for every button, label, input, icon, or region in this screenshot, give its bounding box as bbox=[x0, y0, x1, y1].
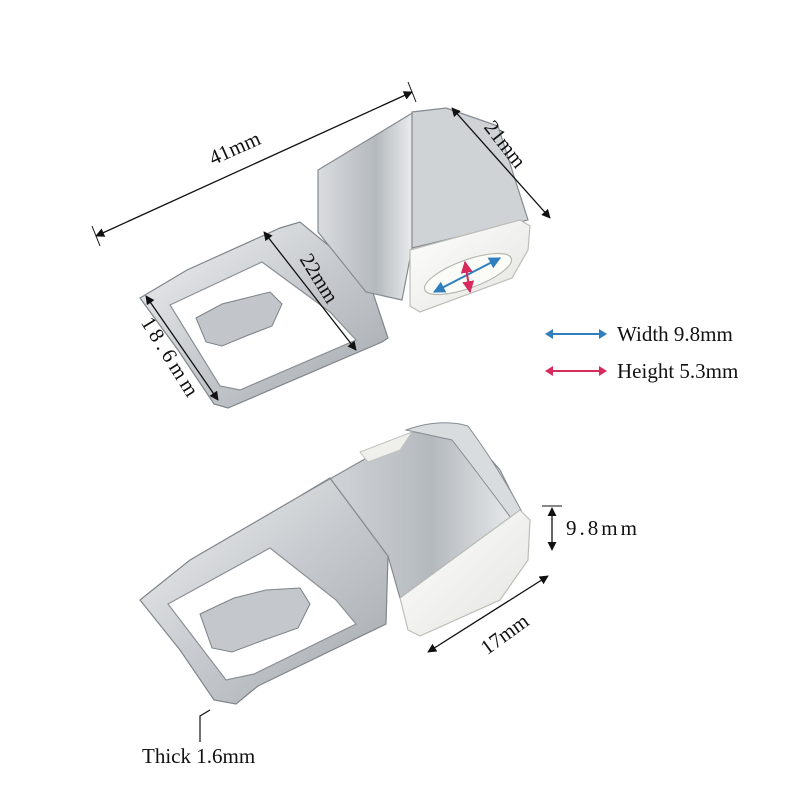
bottom-plate-tab bbox=[199, 587, 311, 653]
thickness-leader bbox=[199, 709, 211, 742]
dim-21mm-line bbox=[451, 107, 551, 219]
dim-22mm-line bbox=[263, 231, 357, 351]
legend-height: Height 5.3mm bbox=[545, 357, 738, 385]
dim-41mm-line bbox=[91, 81, 417, 247]
legend-width: Width 9.8mm bbox=[545, 320, 733, 348]
top-clip bbox=[91, 81, 551, 409]
double-arrow-blue-icon bbox=[545, 329, 607, 339]
thickness-label: Thick 1.6mm bbox=[142, 744, 256, 768]
legend-width-label: Width 9.8mm bbox=[617, 321, 733, 346]
legend-height-label: Height 5.3mm bbox=[617, 358, 739, 383]
double-arrow-red-icon bbox=[545, 366, 607, 376]
dim-17mm-line bbox=[427, 575, 549, 653]
height-marker-arrow bbox=[460, 260, 475, 294]
bottom-head-curve bbox=[404, 422, 523, 523]
dim-18-6mm-line bbox=[145, 295, 219, 401]
bottom-clip bbox=[139, 422, 562, 742]
dim-9-8mm-line bbox=[542, 505, 562, 551]
bottom-ceramic-side bbox=[359, 430, 414, 463]
dim-label-9-8mm: 9.8mm bbox=[566, 516, 640, 540]
